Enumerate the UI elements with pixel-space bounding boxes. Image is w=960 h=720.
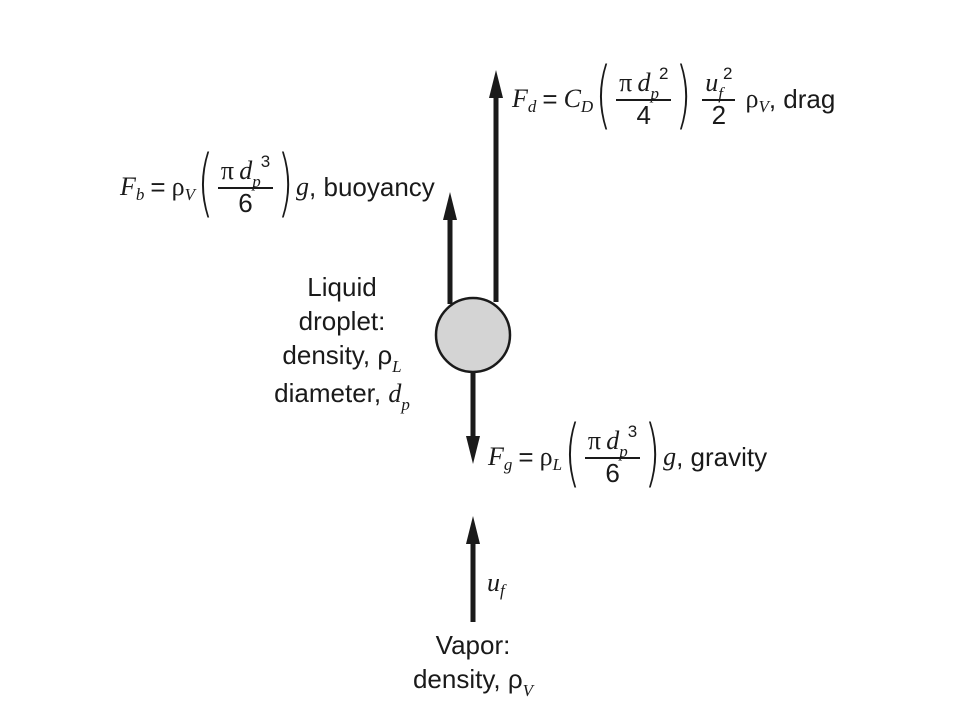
buoyancy-g: g: [296, 172, 310, 201]
gravity-rho: ρ: [539, 442, 553, 471]
droplet-diameter-text: diameter,: [274, 378, 389, 408]
drag-u-exponent: 2: [723, 64, 733, 84]
droplet-label: Liquid droplet: density, ρL diameter, dp: [256, 270, 428, 414]
drag-left-paren: (: [595, 52, 612, 138]
gravity-rho-subscript: L: [552, 455, 563, 474]
droplet-density-subscript: L: [392, 357, 402, 376]
drag-velocity-numerator: uf2: [702, 64, 736, 104]
vapor-density-text: density, ρ: [412, 664, 523, 694]
gravity-F-subscript: g: [503, 455, 513, 474]
drag-rho-subscript: V: [758, 97, 769, 116]
buoyancy-volume-denominator: 6: [238, 187, 253, 218]
drag-d: d: [637, 68, 651, 98]
buoyancy-equals: =: [150, 171, 166, 202]
drag-velocity-denominator: 2: [711, 99, 727, 130]
buoyancy-d-exponent: 3: [260, 152, 271, 172]
buoyancy-arrow-head: [443, 192, 457, 220]
buoyancy-F: F: [120, 172, 136, 201]
drag-pi: π: [619, 68, 633, 98]
drag-u-subscript: f: [718, 84, 724, 104]
buoyancy-rho-subscript: V: [184, 185, 195, 204]
drag-right-paren: ): [675, 52, 692, 138]
drag-F-subscript: d: [527, 97, 537, 116]
drag-label: , drag: [768, 83, 836, 114]
drag-area-denominator: 4: [636, 99, 651, 130]
velocity-u: u: [487, 568, 500, 597]
vapor-density: density, ρV: [390, 662, 556, 700]
gravity-arrow-head: [466, 436, 480, 464]
buoyancy-d: d: [239, 156, 253, 186]
buoyancy-d-subscript: p: [252, 172, 261, 192]
gravity-right-paren: ): [644, 410, 661, 496]
gravity-pi: π: [587, 426, 602, 456]
drag-equals: =: [542, 83, 558, 114]
gravity-volume-denominator: 6: [605, 457, 620, 488]
drag-area-fraction: π dp2 4: [616, 64, 672, 130]
buoyancy-pi: π: [220, 156, 234, 186]
buoyancy-rho: ρ: [171, 172, 185, 201]
buoyancy-right-paren: ): [277, 140, 294, 226]
droplet-circle: [434, 296, 512, 374]
gravity-label: , gravity: [676, 441, 768, 472]
drag-u: u: [705, 68, 719, 98]
gravity-equals: =: [518, 441, 534, 472]
droplet-diameter: diameter, dp: [256, 376, 428, 414]
droplet-label-line1: Liquid: [307, 272, 377, 302]
vapor-label-line1: Vapor:: [435, 630, 511, 660]
buoyancy-F-subscript: b: [135, 185, 145, 204]
vapor-density-subscript: V: [522, 681, 534, 700]
drag-d-subscript: p: [650, 84, 659, 104]
drag-d-exponent: 2: [658, 64, 669, 84]
drag-F: F: [512, 84, 528, 113]
gravity-volume-numerator: π dp3: [584, 422, 641, 462]
drag-velocity-fraction: uf2 2: [702, 64, 736, 130]
gravity-volume-fraction: π dp3 6: [584, 422, 641, 488]
vapor-label: Vapor: density, ρV: [390, 628, 556, 700]
droplet-label-line2: droplet:: [298, 306, 386, 336]
drag-coefficient: C: [563, 84, 581, 113]
droplet-density: density, ρL: [256, 338, 428, 376]
gravity-F: F: [488, 442, 504, 471]
drag-area-numerator: π dp2: [616, 64, 672, 104]
gravity-d-exponent: 3: [627, 422, 638, 442]
velocity-u-subscript: f: [500, 581, 505, 600]
gravity-d: d: [606, 426, 620, 456]
buoyancy-volume-numerator: π dp3: [217, 152, 274, 192]
buoyancy-label: , buoyancy: [309, 171, 435, 202]
droplet-diameter-subscript: p: [401, 395, 410, 414]
vapor-velocity-arrow-head: [466, 516, 480, 544]
gravity-d-subscript: p: [619, 442, 628, 462]
buoyancy-volume-fraction: π dp3 6: [217, 152, 274, 218]
drag-arrow-head: [489, 70, 503, 98]
gravity-g: g: [663, 442, 677, 471]
drag-coefficient-subscript: D: [580, 97, 594, 116]
buoyancy-left-paren: (: [197, 140, 214, 226]
droplet-density-text: density, ρ: [282, 340, 393, 370]
droplet-diameter-var: d: [388, 379, 402, 408]
gravity-left-paren: (: [564, 410, 581, 496]
drag-rho: ρ: [745, 84, 759, 113]
